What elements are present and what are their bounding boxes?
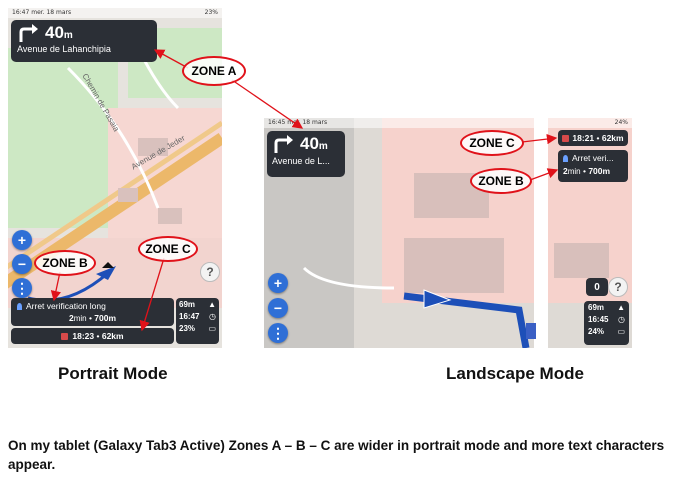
- destination-distance: 62km: [601, 133, 624, 143]
- destination-distance: 62km: [101, 331, 124, 341]
- waypoint-card[interactable]: Arret veri... 2min • 700m: [558, 150, 628, 182]
- clock-value: 16:45: [588, 315, 609, 324]
- status-bar: 16:45 mer. 18 mars 24%: [264, 118, 632, 128]
- landscape-caption: Landscape Mode: [446, 364, 584, 383]
- clock-icon: ◷: [618, 315, 625, 324]
- turn-distance: 40: [45, 23, 64, 42]
- zone-a-callout: ZONE A: [182, 56, 246, 86]
- altitude-value: 69m: [179, 300, 196, 309]
- zone-c-callout-portrait: ZONE C: [138, 236, 198, 262]
- mountain-icon: ▲: [617, 303, 625, 312]
- zoom-out-button[interactable]: −: [12, 254, 32, 274]
- flag-icon: [562, 134, 570, 142]
- battery-value: 23%: [179, 324, 196, 333]
- status-battery: 23%: [204, 9, 218, 16]
- zone-c-callout-landscape: ZONE C: [460, 130, 524, 156]
- turn-instruction-card[interactable]: 40 m Avenue de L...: [267, 131, 345, 177]
- turn-right-arrow-icon: [274, 135, 293, 153]
- destination-card[interactable]: 18:21 • 62km: [558, 130, 628, 146]
- menu-button[interactable]: ⋮: [12, 278, 32, 298]
- zoom-in-button[interactable]: +: [268, 273, 288, 293]
- battery-icon: ▭: [208, 324, 216, 333]
- waypoint-eta: 2: [563, 166, 568, 176]
- status-date: mer. 18 mars: [287, 119, 328, 126]
- clock-icon: ◷: [209, 312, 216, 321]
- zoom-in-button[interactable]: +: [12, 230, 32, 250]
- waypoint-pin-icon: [563, 154, 568, 162]
- side-info-panel: 69m ▲ 16:47 ◷ 23% ▭: [176, 298, 219, 344]
- zone-b-callout-portrait: ZONE B: [34, 250, 96, 276]
- waypoint-name: Arret veri...: [572, 153, 614, 163]
- waypoint-eta-unit: min: [73, 314, 87, 323]
- zone-b-callout-landscape: ZONE B: [470, 168, 532, 194]
- clock-value: 16:47: [179, 312, 200, 321]
- destination-time: 18:23: [72, 331, 95, 341]
- destination-time: 18:21: [572, 133, 595, 143]
- turn-distance-unit: m: [318, 141, 328, 152]
- status-battery: 24%: [614, 119, 628, 126]
- waypoint-name: Arret verification long: [26, 301, 106, 311]
- mountain-icon: ▲: [208, 300, 216, 309]
- counter-badge: 0: [586, 278, 608, 296]
- destination-card[interactable]: 18:23 • 62km: [11, 328, 174, 344]
- waypoint-distance: 700m: [94, 313, 117, 323]
- turn-street-name: Avenue de Lahanchipia: [17, 44, 111, 54]
- status-bar: 16:47 mer. 18 mars 23%: [8, 8, 222, 18]
- flag-icon: [61, 332, 69, 340]
- status-time: 16:47: [12, 9, 30, 16]
- battery-value: 24%: [588, 327, 605, 336]
- explanation-note: On my tablet (Galaxy Tab3 Active) Zones …: [8, 438, 665, 472]
- battery-icon: ▭: [617, 327, 625, 336]
- turn-distance-unit: m: [63, 30, 73, 41]
- zoom-out-button[interactable]: −: [268, 298, 288, 318]
- turn-instruction-card[interactable]: 40 m Avenue de Lahanchipia: [11, 20, 157, 62]
- turn-right-arrow-icon: [19, 24, 38, 42]
- turn-distance: 40: [300, 134, 319, 153]
- help-button[interactable]: ?: [200, 262, 220, 282]
- waypoint-eta-unit: min: [567, 167, 581, 176]
- turn-street-name: Avenue de L...: [272, 156, 330, 166]
- waypoint-pin-icon: [17, 302, 22, 310]
- waypoint-eta: 2: [68, 313, 74, 323]
- waypoint-distance: 700m: [588, 166, 611, 176]
- help-button[interactable]: ?: [608, 277, 628, 297]
- portrait-caption: Portrait Mode: [58, 364, 168, 383]
- altitude-value: 69m: [588, 303, 605, 312]
- side-info-panel: 69m ▲ 16:45 ◷ 24% ▭: [584, 301, 629, 345]
- status-time: 16:45: [268, 119, 286, 126]
- menu-button[interactable]: ⋮: [268, 323, 288, 343]
- status-date: mer. 18 mars: [31, 9, 72, 16]
